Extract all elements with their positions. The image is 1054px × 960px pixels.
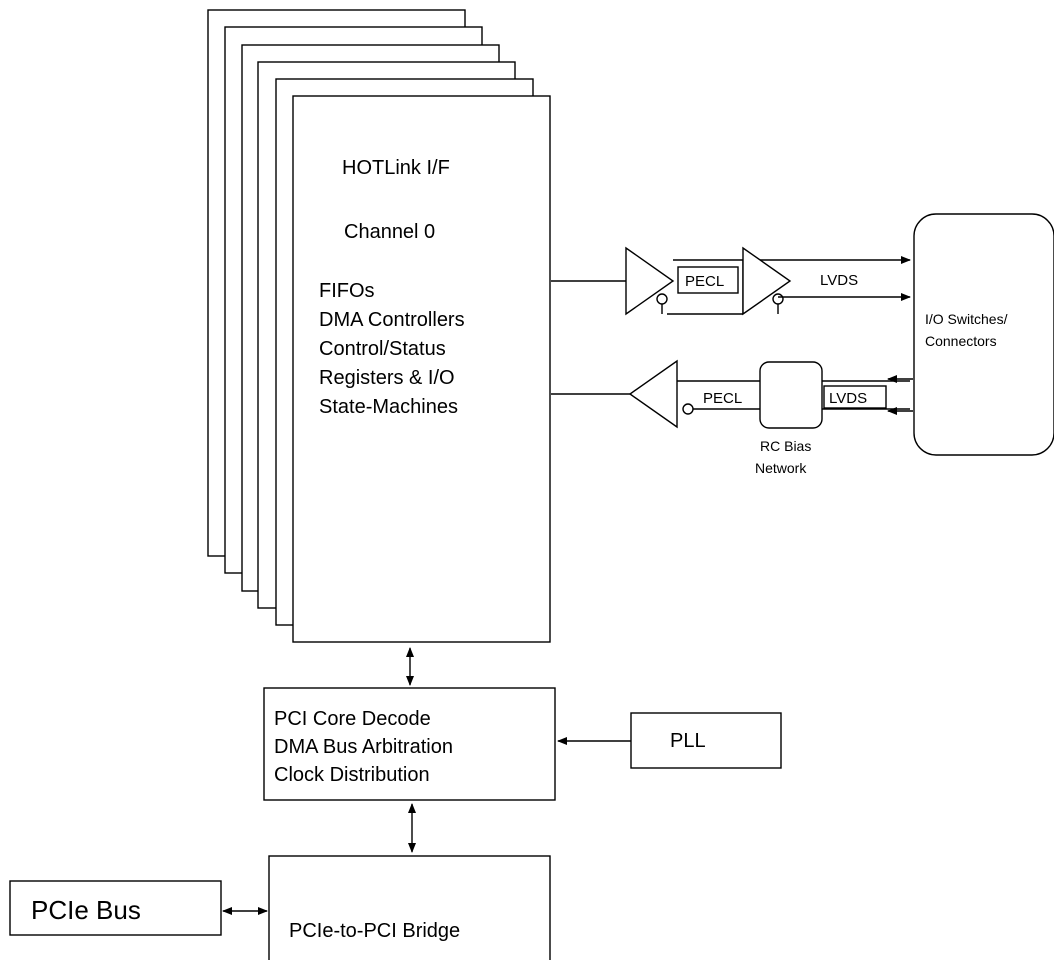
channel-function-fifos: FIFOs <box>319 280 375 302</box>
tx-driver-buffer <box>625 246 675 316</box>
channel-title: HOTLink I/F <box>342 157 450 179</box>
channel-function-control: Control/Status <box>319 338 446 360</box>
rx-lvds-label: LVDS <box>829 390 867 407</box>
channel-function-dma: DMA Controllers <box>319 309 465 331</box>
pci-core-block: PCI Core Decode DMA Bus Arbitration Cloc… <box>263 687 556 801</box>
pll-label: PLL <box>670 730 706 752</box>
rx-path: PECL LVDS RC Bias Network <box>551 359 913 476</box>
io-block-line-1: I/O Switches/ <box>925 311 1008 327</box>
channel-function-state: State-Machines <box>319 396 458 418</box>
rc-bias-network <box>759 361 823 429</box>
tx-lvds-label: LVDS <box>820 272 858 289</box>
pci-core-line-2: DMA Bus Arbitration <box>274 736 453 758</box>
tx-path: PECL LVDS <box>551 246 911 316</box>
pci-core-line-1: PCI Core Decode <box>274 708 431 730</box>
channel-0-block: HOTLink I/F Channel 0 FIFOs DMA Controll… <box>319 157 465 418</box>
pci-core-line-3: Clock Distribution <box>274 764 430 786</box>
pll-block: PLL <box>630 712 782 769</box>
tx-lvds-translator <box>742 246 792 316</box>
rx-lvds-tag <box>823 385 887 409</box>
tx-pecl-label: PECL <box>685 273 724 290</box>
pcie-bus-block: PCIe Bus <box>9 880 222 936</box>
channel-name: Channel 0 <box>344 221 435 243</box>
tx-inverter-bubble <box>656 293 668 305</box>
tx-translator-bubble <box>772 293 784 305</box>
channel-stack <box>207 9 551 643</box>
tx-pecl-tag <box>677 266 739 294</box>
rc-bias-label-line-1: RC Bias <box>760 438 811 454</box>
bridge-label: PCIe-to-PCI Bridge <box>289 920 460 942</box>
rx-receiver-buffer <box>628 359 678 429</box>
io-switches-block: I/O Switches/ Connectors <box>913 213 1054 456</box>
rx-pecl-label: PECL <box>703 390 742 407</box>
pcie-bus-label: PCIe Bus <box>31 895 141 925</box>
channel-function-registers: Registers & I/O <box>319 367 455 389</box>
io-block-line-2: Connectors <box>925 333 997 349</box>
rx-inverter-bubble <box>682 403 694 415</box>
bridge-block: PCIe-to-PCI Bridge <box>268 855 551 960</box>
rc-bias-label-line-2: Network <box>755 460 807 476</box>
